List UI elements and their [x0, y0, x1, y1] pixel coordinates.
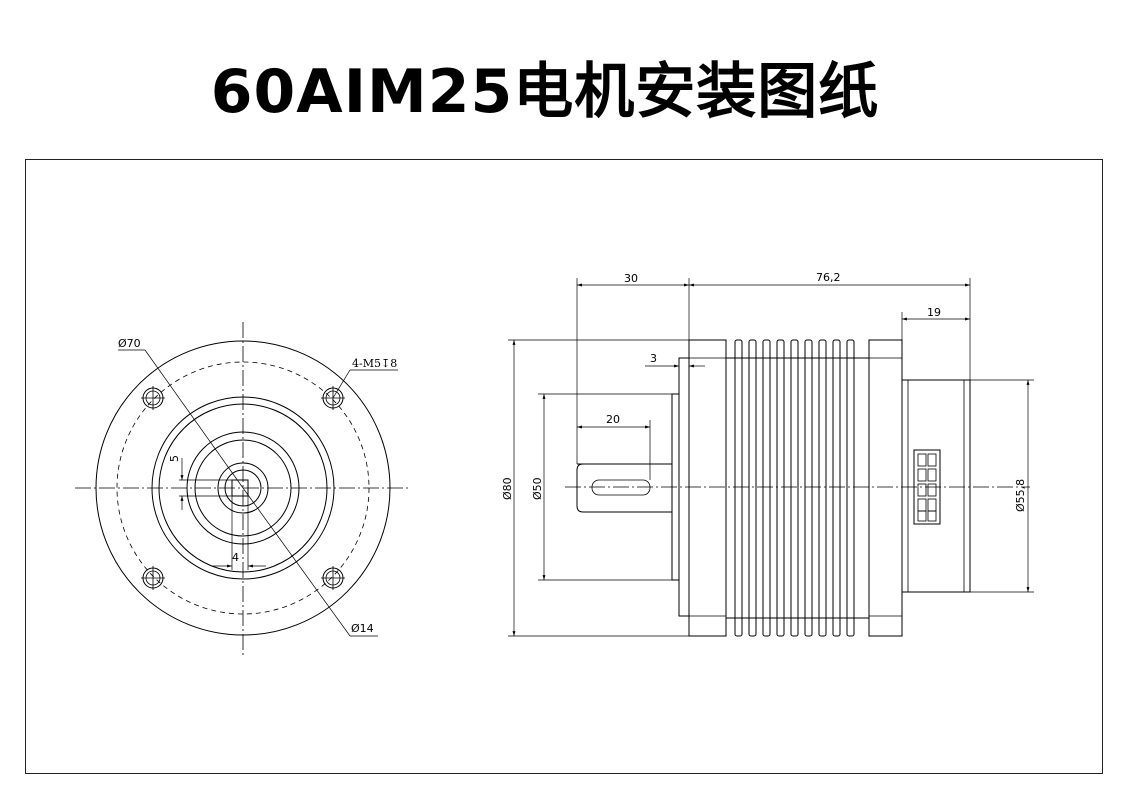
dim-pilot-diameter: Ø50 [531, 477, 544, 500]
keyway [231, 479, 249, 497]
mount-hole-bottom-left [141, 566, 165, 590]
rear-flange [868, 339, 903, 637]
dim-flange-thickness: 3 [650, 352, 657, 365]
dim-keyway-width: 4 [232, 551, 239, 564]
dim-rear-length: 19 [927, 306, 941, 319]
shaft-key [591, 479, 651, 496]
bolt-circle [116, 361, 370, 615]
flange-outer-circle [95, 340, 391, 636]
dim-key-length: 20 [606, 413, 620, 426]
side-view: 30 76,2 19 3 20 Ø80 Ø50 Ø55,8 [501, 271, 1034, 637]
dim-rear-diameter: Ø55,8 [1014, 479, 1027, 512]
front-flange [688, 339, 727, 637]
shaft [576, 463, 673, 513]
dim-outer-diameter: Ø70 [118, 337, 141, 350]
pilot-inner-circle [158, 403, 328, 573]
drawing-frame [25, 159, 1103, 774]
shaft-circle [224, 469, 262, 507]
connector [913, 449, 941, 525]
dim-flange-diameter: Ø80 [501, 477, 514, 500]
shaft-outer-circle [217, 462, 269, 514]
dim-body-length: 76,2 [816, 271, 841, 284]
rear-housing [901, 379, 971, 593]
front-view: Ø70 Ø14 4-M5↧8 5 4 [75, 322, 410, 656]
page-title: 60AIM25电机安装图纸 [210, 57, 880, 127]
mount-hole-top-left [141, 386, 165, 410]
dim-shaft-length: 30 [624, 272, 638, 285]
dim-keyway-height: 5 [168, 455, 181, 462]
pilot-outer-circle [151, 396, 335, 580]
dim-shaft-diameter: Ø14 [351, 622, 374, 635]
dim-mount-holes: 4-M5↧8 [352, 357, 397, 370]
cooling-fins [734, 339, 855, 637]
hub-inner-circle [194, 439, 292, 537]
mount-hole-bottom-right [321, 566, 345, 590]
hub-outer-circle [186, 431, 300, 545]
